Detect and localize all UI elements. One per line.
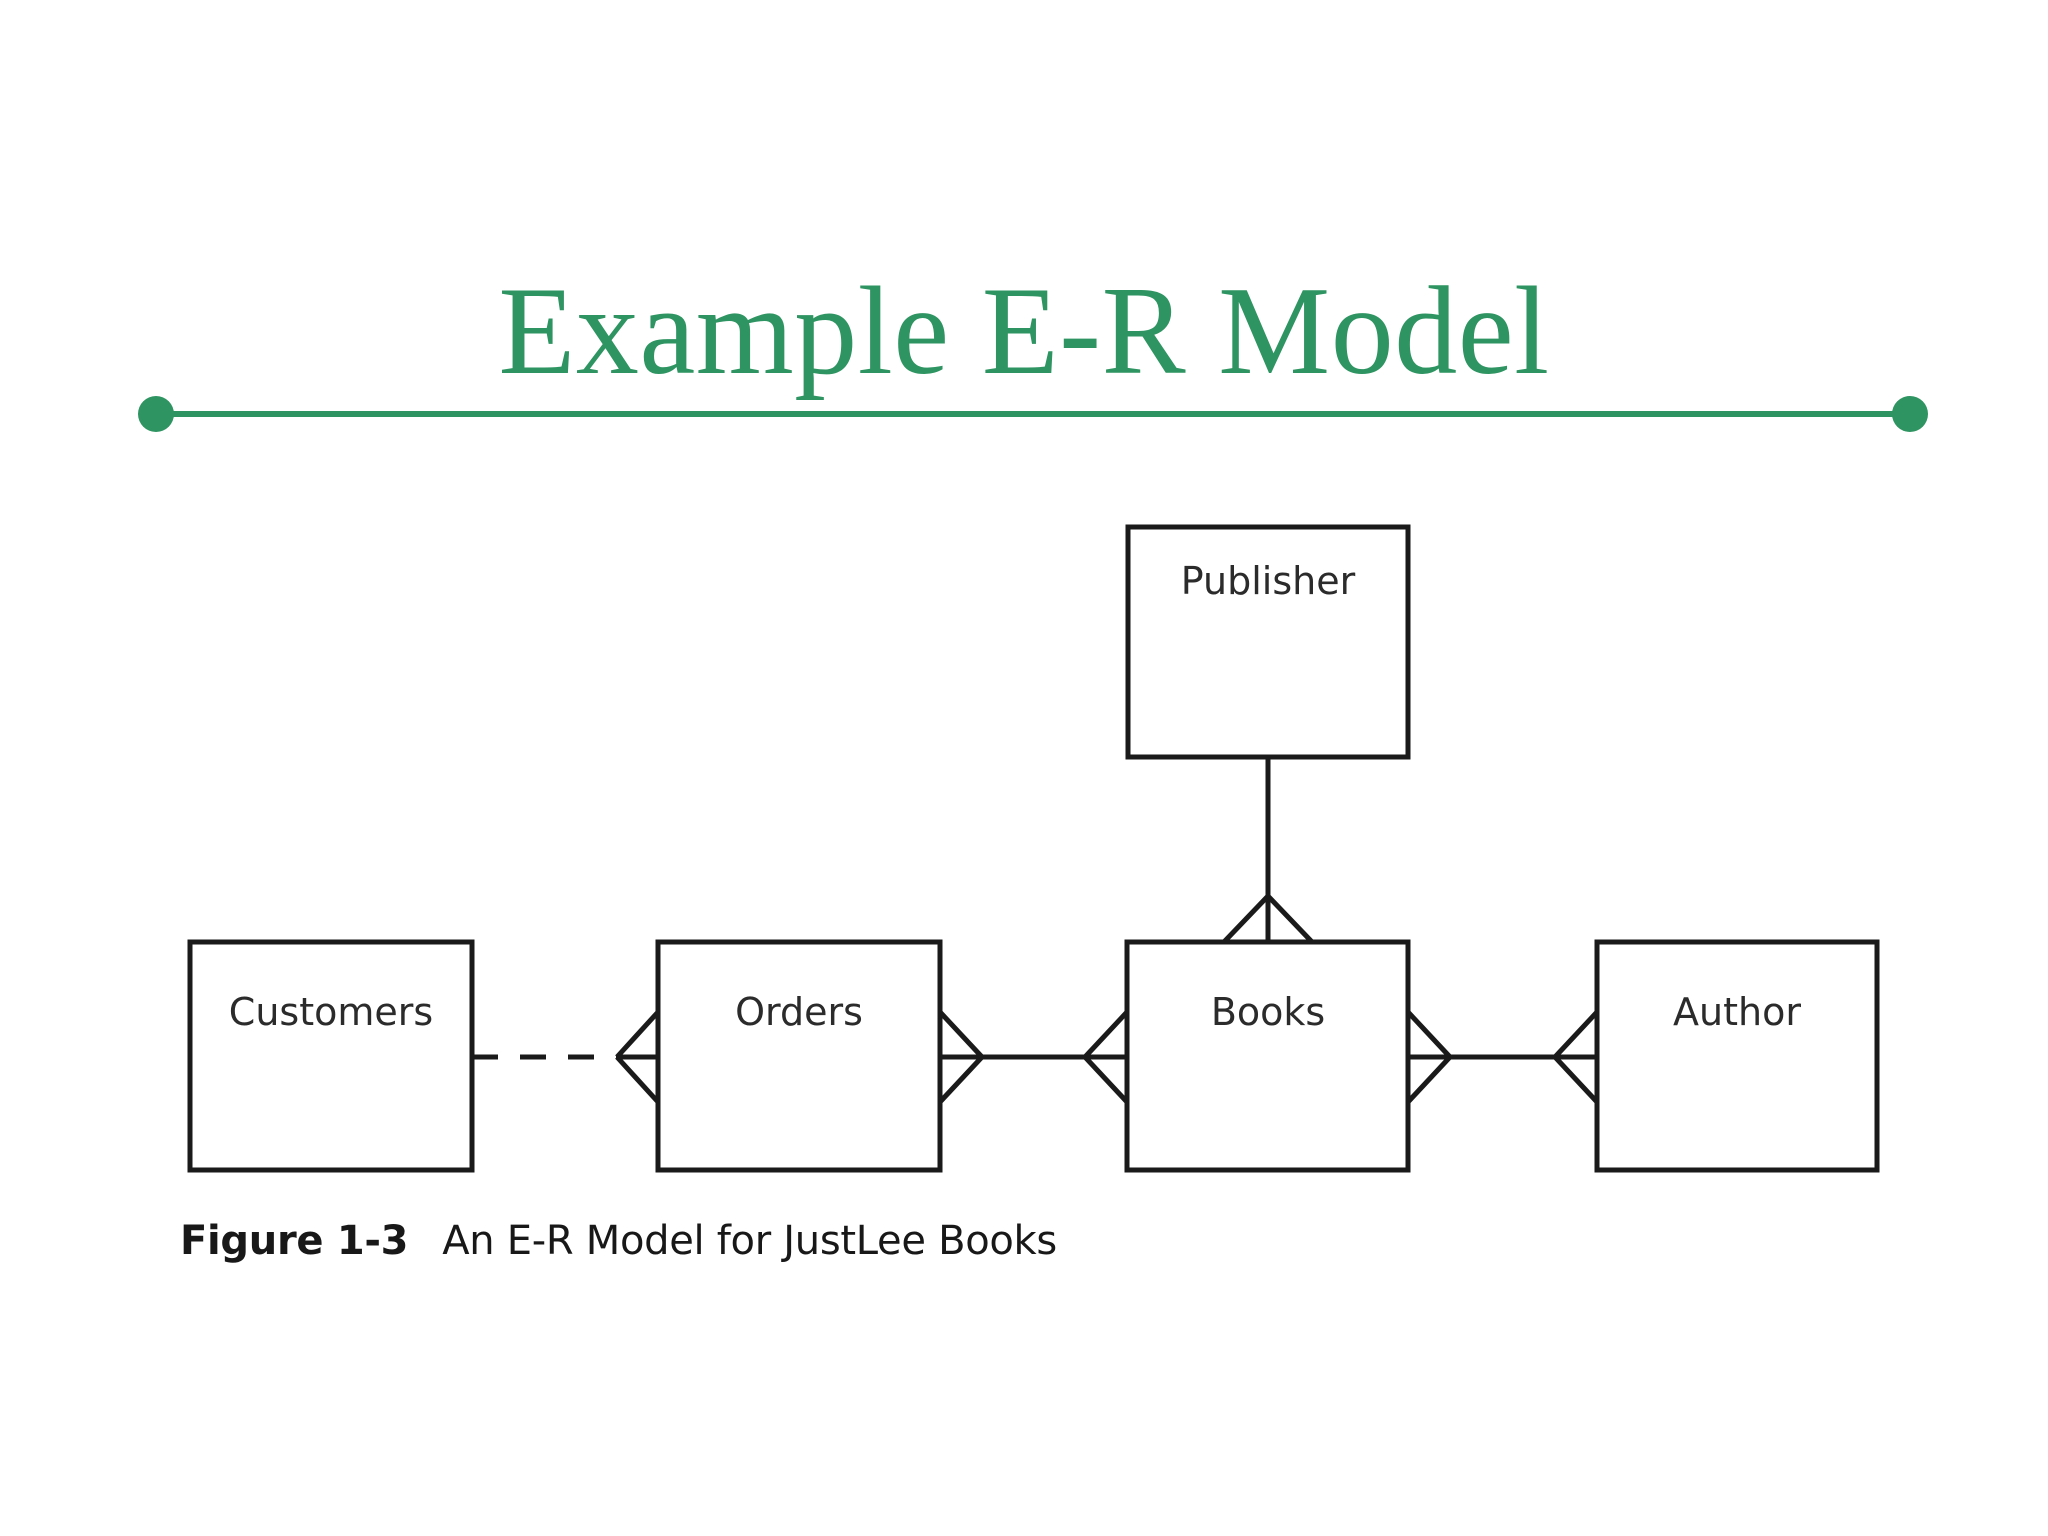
- bullet-dot-right-icon: [1892, 396, 1928, 432]
- crowsfoot-books-left-bottom: [1083, 1055, 1129, 1104]
- entity-box-orders[interactable]: [655, 939, 943, 1173]
- entity-label-publisher: Publisher: [1181, 559, 1356, 603]
- crowsfoot-customers-orders-bottom: [615, 1055, 660, 1104]
- entity-box-author[interactable]: [1594, 939, 1880, 1173]
- crowsfoot-orders-side-top: [938, 1010, 984, 1059]
- entity-label-orders: Orders: [735, 990, 863, 1034]
- crowsfoot-publisher-books-right: [1266, 894, 1315, 945]
- crowsfoot-books-right-bottom: [1406, 1055, 1452, 1104]
- page-title: Example E-R Model: [498, 262, 1550, 402]
- entity-box-customers[interactable]: [187, 939, 475, 1173]
- divider-line: [155, 411, 1911, 417]
- relationship-customers-orders: [472, 1010, 660, 1104]
- figure-caption-number: Figure 1-3: [180, 1218, 409, 1264]
- entity-box-publisher[interactable]: [1125, 524, 1411, 760]
- title-divider: [138, 396, 1928, 432]
- crowsfoot-books-right-top: [1406, 1010, 1452, 1059]
- crowsfoot-author-left-bottom: [1553, 1055, 1599, 1104]
- entity-label-books: Books: [1211, 990, 1325, 1034]
- relationship-orders-books: [938, 1010, 1129, 1104]
- entity-label-customers: Customers: [229, 990, 433, 1034]
- entity-label-author: Author: [1673, 990, 1801, 1034]
- crowsfoot-customers-orders-top: [615, 1010, 660, 1059]
- crowsfoot-author-left-top: [1553, 1010, 1599, 1059]
- figure-caption: Figure 1-3 An E-R Model for JustLee Books: [180, 1218, 1057, 1264]
- figure-caption-text: An E-R Model for JustLee Books: [442, 1218, 1057, 1264]
- entity-box-books[interactable]: [1124, 939, 1411, 1173]
- crowsfoot-orders-side-bottom: [938, 1055, 984, 1104]
- crowsfoot-publisher-books-left: [1221, 894, 1270, 945]
- relationship-books-author: [1406, 1010, 1599, 1104]
- relationship-publisher-books: [1221, 757, 1315, 945]
- crowsfoot-books-left-top: [1083, 1010, 1129, 1059]
